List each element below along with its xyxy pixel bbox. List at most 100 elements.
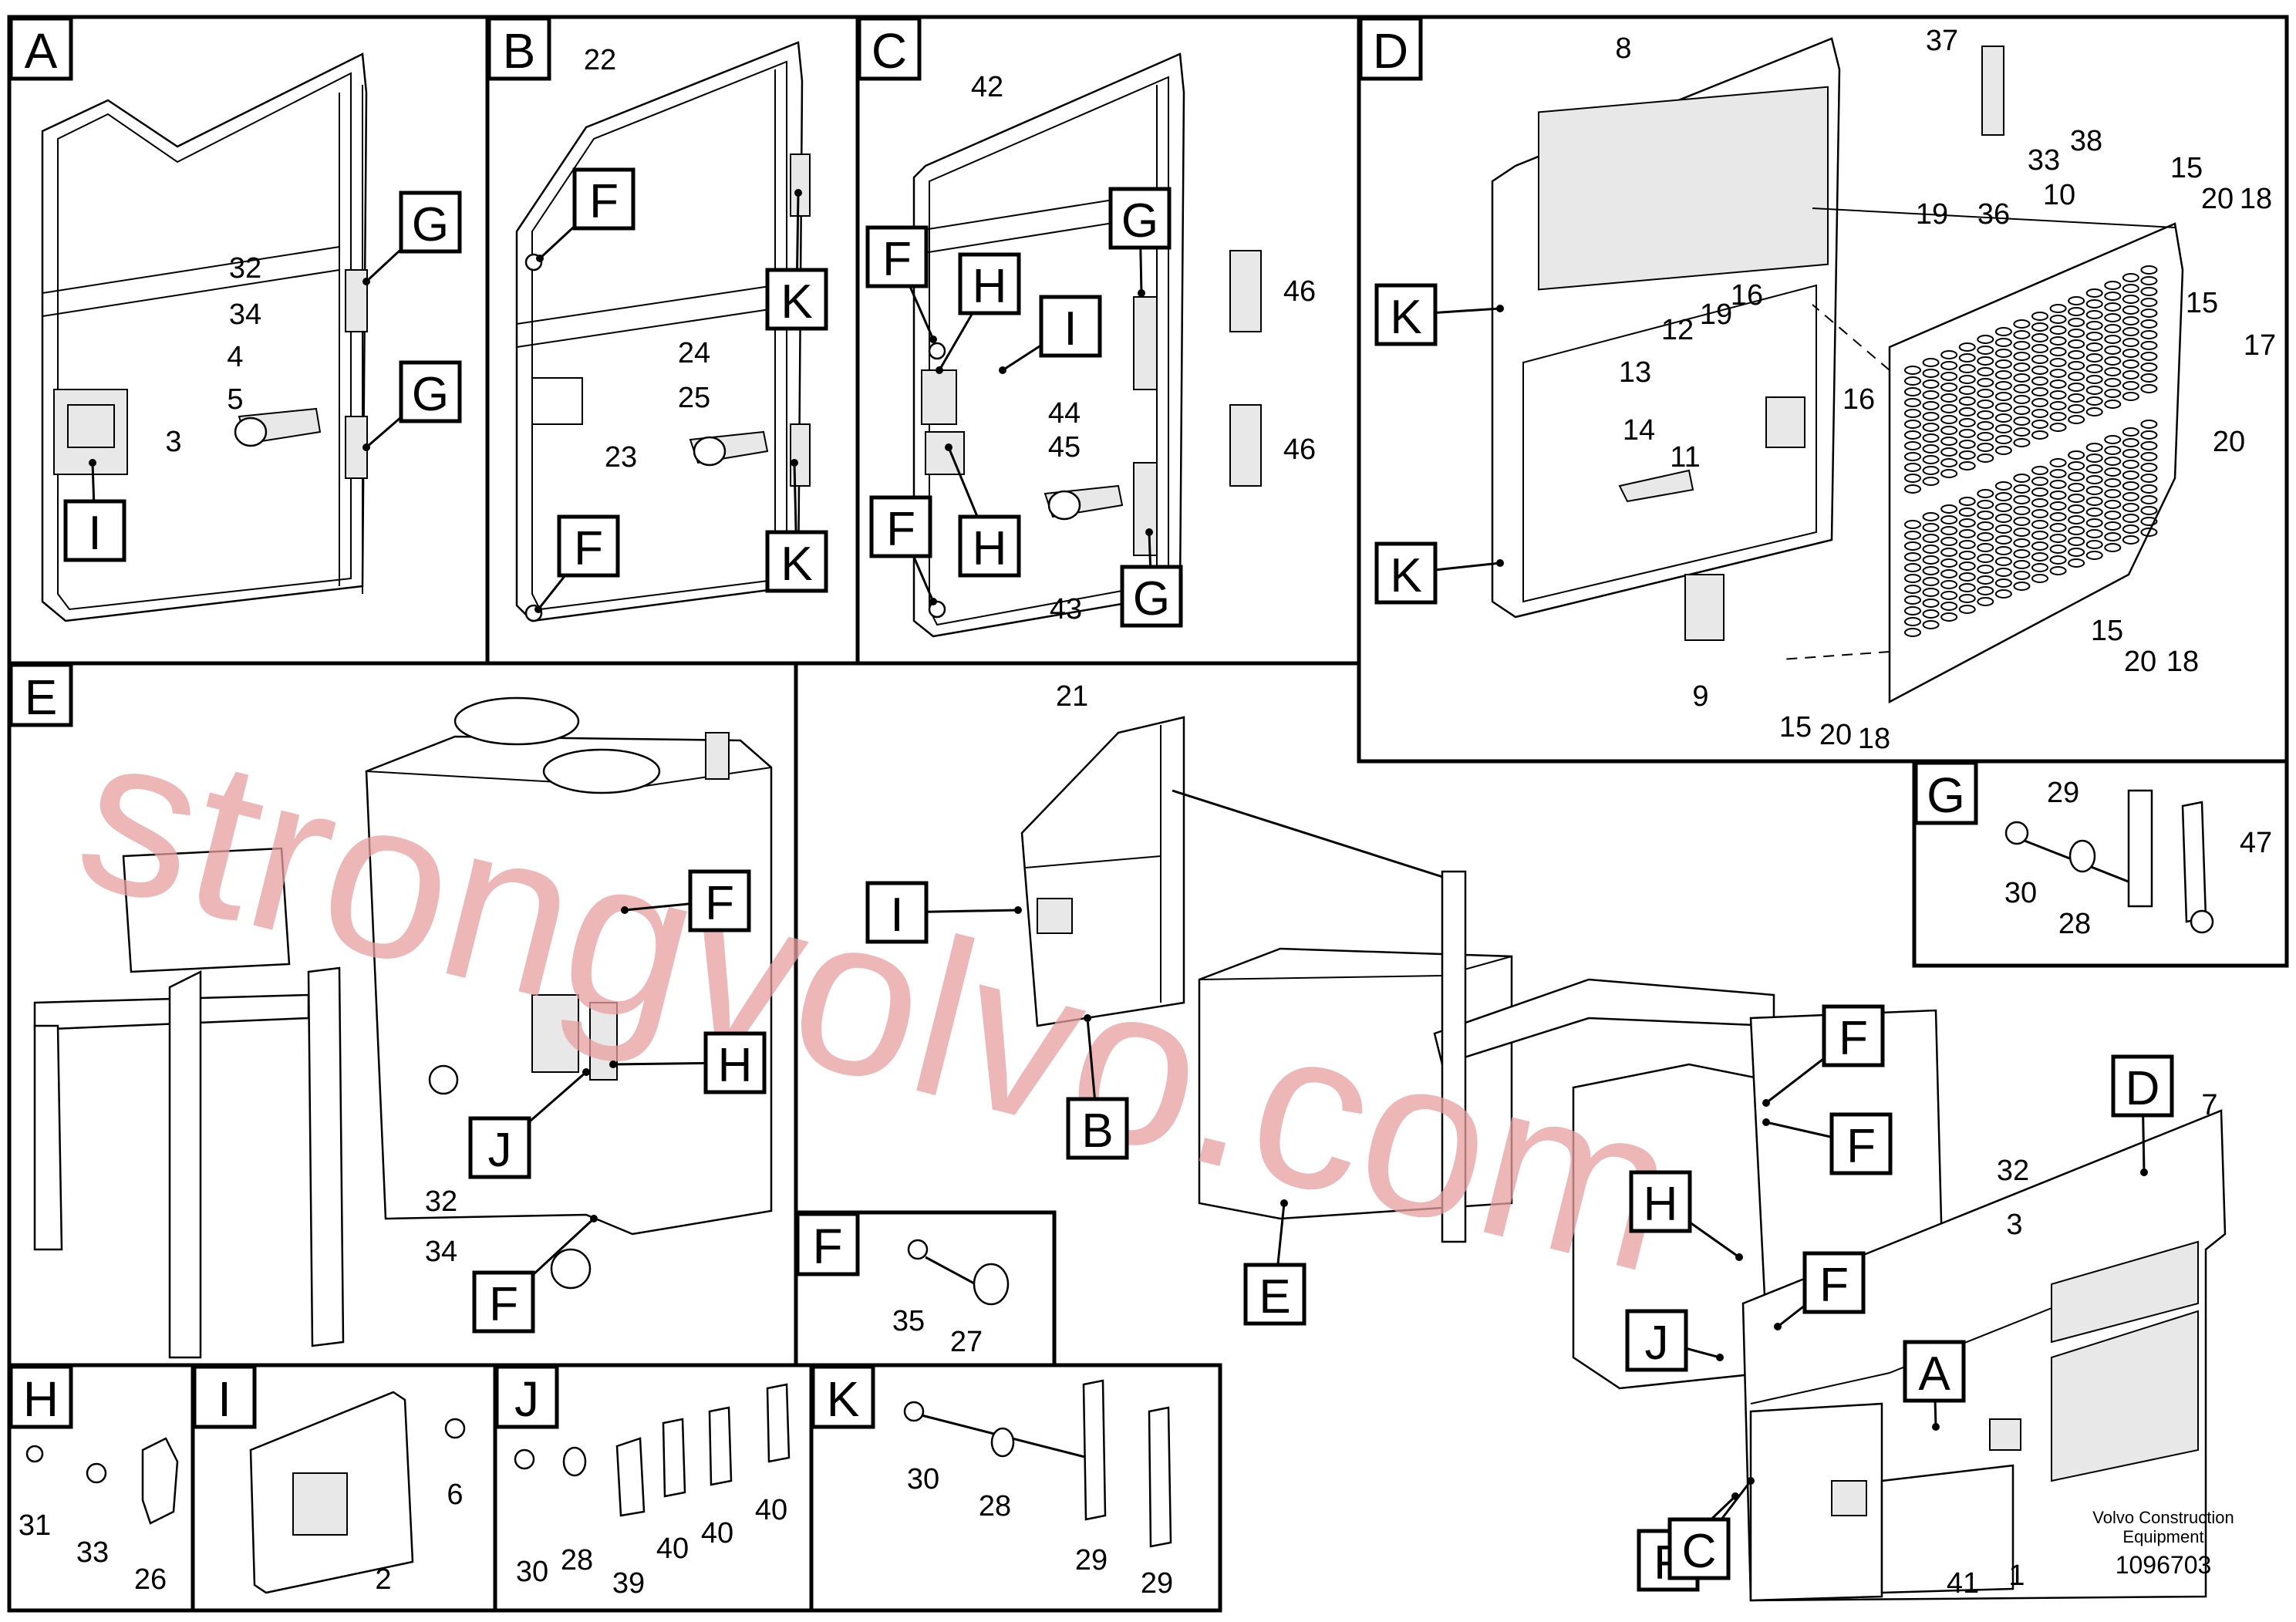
mesh-cell [2122,481,2139,491]
mesh-cell [1904,484,1921,494]
callout-arrow-tip [2140,1168,2148,1176]
mesh-cell [1994,327,2012,336]
mesh-cell [2140,373,2158,383]
part-number-j-40a: 40 [656,1533,689,1565]
mesh-cell [2049,423,2067,432]
panel-d-door [1491,37,1841,641]
svg-text:J: J [514,1371,539,1427]
mesh-cell [2013,427,2031,437]
mesh-cell [1994,435,2012,444]
mesh-cell [2068,415,2085,424]
mesh-cell [1994,403,2012,412]
mesh-cell [1940,558,1958,568]
mesh-cell [2068,450,2085,460]
mesh-cell [1904,398,1921,407]
mesh-cell [2049,458,2067,467]
mesh-cell [2049,480,2067,489]
mesh-cell [2013,352,2031,361]
mesh-cell [1977,554,1994,563]
part-number-m-41: 41 [1947,1567,1979,1600]
part-number-c-45: 45 [1048,431,1081,464]
mesh-cell [2104,292,2122,301]
mesh-cell [1922,588,1940,597]
callout-arrow-tip [582,1068,590,1076]
part-number-f-27: 27 [950,1326,983,1358]
callout-box [1374,541,1438,605]
callout-b-k1: K [765,189,828,331]
callout-letter: H [1644,1178,1678,1231]
callout-c-f1: F [865,225,937,343]
svg-text:H: H [23,1371,59,1427]
mesh-cell [2013,560,2031,569]
mesh-cell [1958,440,1976,449]
mesh-cell [2140,441,2158,450]
mesh-cell [2013,363,2031,372]
callout-e-j: J [468,1068,590,1179]
mesh-cell [1922,401,1940,410]
mesh-cell [1922,599,1940,608]
mesh-cell [2085,497,2103,506]
mesh-cell [2085,353,2103,363]
part-number-f-35: 35 [892,1305,925,1337]
callout-m-a: A [1903,1340,1966,1431]
mesh-cell [1958,594,1976,603]
mesh-cell [1958,572,1976,582]
callout-letter: G [1121,194,1158,248]
part-number-d-14: 14 [1623,414,1655,447]
mesh-cell [1958,497,1976,506]
mesh-cell [1994,492,2012,501]
callout-box [1243,1263,1306,1326]
mesh-cell [2031,574,2048,583]
callout-m-d: D [2111,1054,2174,1176]
part-number-a-5: 5 [227,383,243,416]
part-number-i-2: 2 [375,1563,391,1596]
mesh-cell [2068,361,2085,370]
mesh-cell [1977,575,1994,585]
part-number-j-39: 39 [612,1567,645,1600]
part-number-g-30: 30 [2004,877,2037,909]
callout-arrow-tip [1496,559,1504,567]
mesh-cell [1904,452,1921,461]
mesh-cell [1977,443,1994,452]
callout-b-f2: F [534,514,620,613]
part-number-m-32: 32 [1997,1155,2029,1187]
callout-letter: F [886,503,915,556]
part-number-d-37: 37 [1926,25,1958,57]
part-number-d-15b: 15 [2186,287,2218,319]
part-number-d-17: 17 [2244,329,2276,362]
mesh-cell [2085,464,2103,474]
callout-box [1120,565,1183,628]
mesh-cell [2068,307,2085,316]
mesh-cell [1922,369,1940,378]
mesh-cell [1922,577,1940,586]
part-number-m-3x: 3 [2006,1209,2022,1241]
panel-g-parts [2004,789,2214,934]
mesh-cell [1977,565,1994,574]
mesh-cell [2013,373,2031,383]
mesh-cell [1940,404,1958,413]
mesh-cell [2104,532,2122,541]
part-number-c-42: 42 [971,71,1003,103]
mesh-cell [2122,273,2139,282]
mesh-cell [2122,295,2139,304]
part-number-m-1: 1 [2008,1560,2025,1592]
callout-c-i: I [999,295,1102,374]
mesh-cell [2104,356,2122,366]
mesh-cell [1958,561,1976,571]
mesh-cell [1940,393,1958,403]
panel-label-f: F [795,1212,860,1276]
mesh-cell [1940,591,1958,600]
mesh-cell [2031,520,2048,529]
mesh-cell [2013,330,2031,339]
mesh-cell [2031,409,2048,418]
callout-c-g1: G [1108,187,1172,297]
mesh-cell [2068,393,2085,403]
mesh-cell [1940,612,1958,622]
callout-c-h2: H [945,443,1021,578]
mesh-cell [1940,504,1958,514]
mesh-cell [1904,409,1921,418]
mesh-cell [2031,398,2048,407]
mesh-cell [2085,486,2103,495]
mesh-cell [2031,366,2048,375]
mesh-cell [1922,609,1940,619]
